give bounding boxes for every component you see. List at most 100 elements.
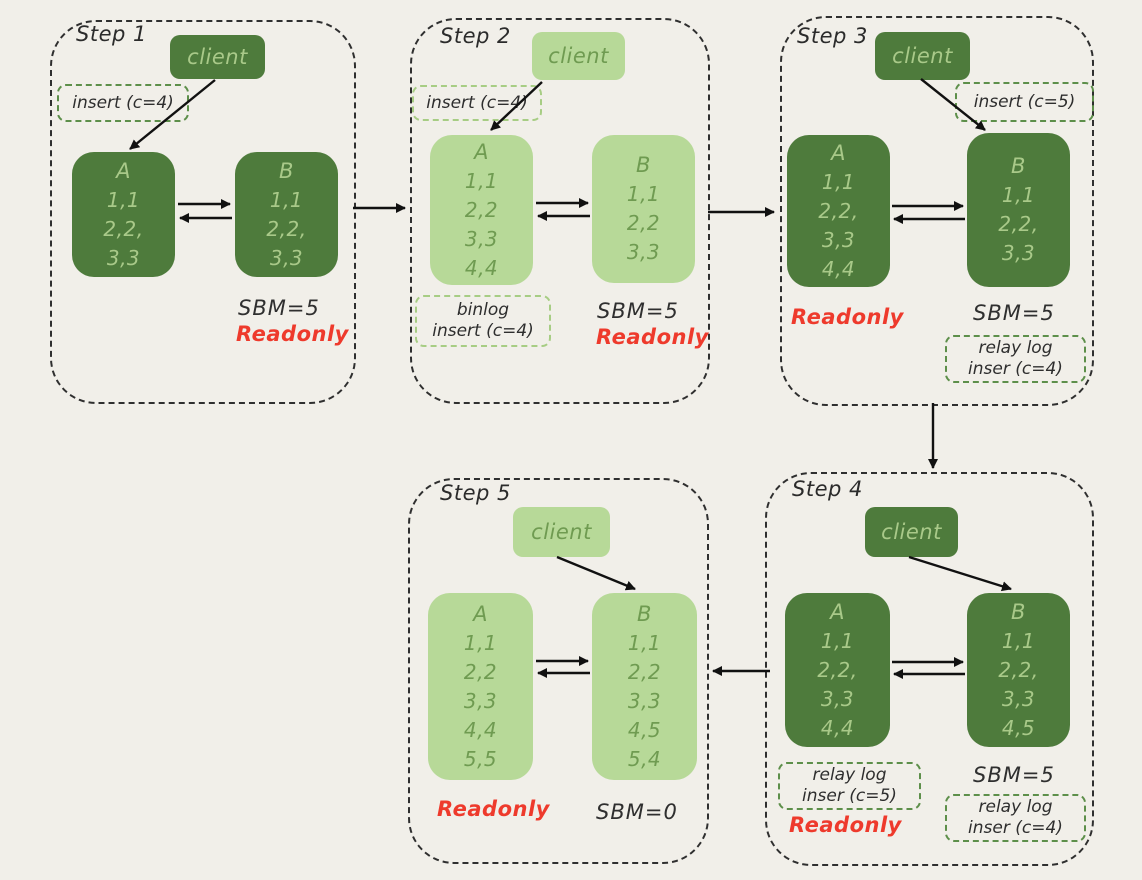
- step-1-insert-label-text: insert (c=4): [72, 92, 174, 113]
- step-3-node-b-name: B: [1011, 154, 1026, 178]
- step-2-binlog-label-line2: insert (c=4): [432, 321, 534, 341]
- node-row: 1,1: [627, 630, 662, 655]
- step-4-relaylog-b-line1: relay log: [978, 797, 1053, 817]
- node-row: 3,3: [464, 226, 499, 251]
- node-row: 2,2,: [817, 657, 858, 682]
- step-3-relaylog-label-line1: relay log: [978, 338, 1053, 358]
- step-1-node-a: A 1,1 2,2, 3,3: [72, 152, 175, 277]
- node-row: 3,3: [463, 688, 498, 713]
- step-4-sbm-label: SBM=5: [973, 763, 1055, 787]
- step-3-title: Step 3: [797, 24, 868, 48]
- step-5-node-a-name: A: [473, 601, 488, 626]
- step-4-relaylog-a-line1: relay log: [812, 765, 887, 785]
- node-row: 4,5: [1001, 715, 1036, 740]
- node-row: 2,2: [626, 211, 661, 235]
- node-row: 2,2: [463, 659, 498, 684]
- step-5-container: [408, 478, 709, 864]
- step-3-insert-label-text: insert (c=5): [973, 91, 1076, 112]
- step-4-title: Step 4: [792, 477, 863, 501]
- step-5-node-a: A 1,1 2,2 3,3 4,4 5,5: [428, 593, 533, 780]
- step-4-client-box: client: [865, 507, 958, 557]
- node-row: 4,4: [464, 255, 499, 280]
- step-3-readonly-label: Readonly: [791, 305, 904, 329]
- node-row: 3,3: [820, 686, 855, 711]
- step-3-insert-label: insert (c=5): [955, 82, 1094, 122]
- step-3-sbm-label: SBM=5: [973, 301, 1055, 325]
- step-2-node-b: B 1,1 2,2 3,3: [592, 135, 695, 283]
- node-row: 5,4: [627, 746, 662, 771]
- node-row: 3,3: [269, 245, 304, 270]
- step-3-node-a-name: A: [831, 140, 846, 165]
- step-1-insert-label: insert (c=4): [57, 84, 189, 122]
- step-1-node-a-name: A: [116, 158, 131, 183]
- step-2-node-b-name: B: [636, 153, 651, 177]
- node-row: 1,1: [1001, 183, 1036, 207]
- step-2-client-box: client: [532, 32, 625, 80]
- node-row: 2,2,: [998, 657, 1039, 682]
- step-4-container: [765, 472, 1094, 866]
- node-row: 4,4: [820, 715, 855, 740]
- step-2-node-a-name: A: [474, 139, 489, 164]
- step-3-client-box: client: [875, 32, 970, 80]
- step-2-insert-label: insert (c=4): [412, 85, 542, 121]
- step-5-node-b: B 1,1 2,2 3,3 4,5 5,4: [592, 593, 697, 780]
- node-row: 2,2: [464, 197, 499, 222]
- node-row: 2,2,: [266, 216, 307, 241]
- step-4-node-b-name: B: [1011, 599, 1026, 624]
- node-row: 1,1: [106, 187, 141, 212]
- step-1-client-box: client: [170, 35, 265, 79]
- step-1-node-b-name: B: [279, 158, 294, 183]
- node-row: 1,1: [1001, 628, 1036, 653]
- step-2-readonly-label: Readonly: [596, 325, 709, 349]
- step-4-node-b: B 1,1 2,2, 3,3 4,5: [967, 593, 1070, 747]
- node-row: 4,4: [463, 717, 498, 742]
- node-row: 1,1: [820, 628, 855, 653]
- step-2-insert-label-text: insert (c=4): [426, 92, 528, 113]
- node-row: 2,2,: [998, 212, 1039, 236]
- step-5-sbm-label: SBM=0: [596, 800, 678, 824]
- node-row: 2,2,: [103, 216, 144, 241]
- step-4-relaylog-b-line2: inser (c=4): [968, 818, 1063, 838]
- step-4-relaylog-a-line2: inser (c=5): [802, 786, 897, 806]
- node-row: 2,2: [627, 659, 662, 684]
- step-5-readonly-label: Readonly: [437, 797, 550, 821]
- node-row: 3,3: [1001, 241, 1036, 265]
- step-2-title: Step 2: [440, 24, 511, 48]
- step-3-node-b: B 1,1 2,2, 3,3: [967, 133, 1070, 287]
- step-5-client-box: client: [513, 507, 610, 557]
- step-3-node-a: A 1,1 2,2, 3,3 4,4: [787, 135, 890, 287]
- step-4-relaylog-a-label: relay log inser (c=5): [778, 762, 921, 810]
- node-row: 5,5: [463, 746, 498, 771]
- step-2-node-a: A 1,1 2,2 3,3 4,4: [430, 135, 533, 285]
- step-4-relaylog-b-label: relay log inser (c=4): [945, 794, 1086, 842]
- node-row: 4,4: [821, 256, 856, 281]
- step-1-node-b: B 1,1 2,2, 3,3: [235, 152, 338, 277]
- node-row: 1,1: [464, 168, 499, 193]
- step-5-title: Step 5: [440, 481, 511, 505]
- step-5-node-b-name: B: [637, 601, 652, 626]
- node-row: 3,3: [627, 688, 662, 713]
- node-row: 3,3: [626, 240, 661, 264]
- step-1-title: Step 1: [76, 22, 147, 46]
- node-row: 1,1: [626, 182, 661, 206]
- node-row: 1,1: [463, 630, 498, 655]
- step-1-sbm-label: SBM=5: [238, 296, 320, 320]
- node-row: 1,1: [821, 169, 856, 194]
- node-row: 1,1: [269, 187, 304, 212]
- step-4-node-a: A 1,1 2,2, 3,3 4,4: [785, 593, 890, 747]
- step-3-relaylog-label: relay log inser (c=4): [945, 335, 1086, 383]
- step-1-container: [50, 20, 356, 404]
- node-row: 2,2,: [818, 198, 859, 223]
- node-row: 3,3: [106, 245, 141, 270]
- step-4-node-a-name: A: [830, 599, 845, 624]
- step-4-readonly-label: Readonly: [789, 813, 902, 837]
- step-3-container: [780, 16, 1094, 406]
- step-2-sbm-label: SBM=5: [597, 299, 679, 323]
- node-row: 4,5: [627, 717, 662, 742]
- step-3-relaylog-label-line2: inser (c=4): [968, 359, 1063, 379]
- step-2-binlog-label: binlog insert (c=4): [415, 295, 551, 347]
- node-row: 3,3: [1001, 686, 1036, 711]
- step-1-readonly-label: Readonly: [236, 322, 349, 346]
- step-2-binlog-label-line1: binlog: [456, 300, 510, 320]
